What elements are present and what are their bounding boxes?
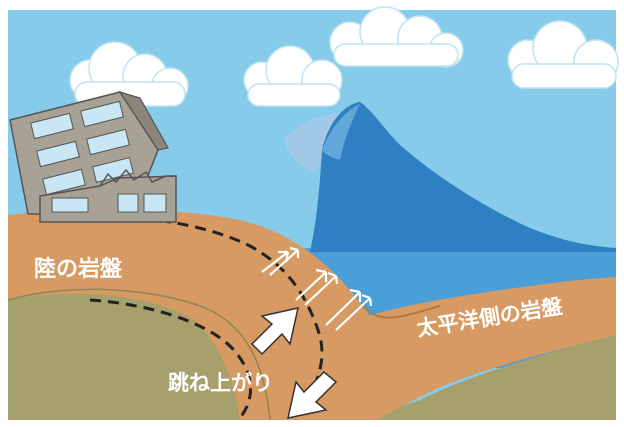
cloud-icon [507, 20, 619, 89]
plate-boundary [361, 304, 441, 319]
strain-line-lower [89, 298, 253, 419]
downward-arrow-icon [287, 370, 338, 419]
tsunami-wave-icon [310, 102, 616, 252]
upward-arrow-icon [295, 268, 339, 306]
rebound-label: 跳ね上がり [168, 371, 273, 395]
collapsed-building-icon [9, 90, 177, 223]
tsunami-wave-highlight [322, 104, 360, 160]
pacific-plate [300, 277, 616, 420]
upward-arrow-icon [261, 246, 300, 276]
upward-arrow-icon [250, 307, 299, 356]
deep-earth [8, 284, 616, 420]
continental-plate-label: 陸の岩盤 [34, 256, 123, 282]
cloud-icon [243, 45, 343, 107]
cloud-icon [69, 41, 189, 107]
upward-arrow-icon [325, 288, 373, 331]
plate-boundary [7, 288, 271, 421]
cloud-icon [329, 6, 464, 68]
